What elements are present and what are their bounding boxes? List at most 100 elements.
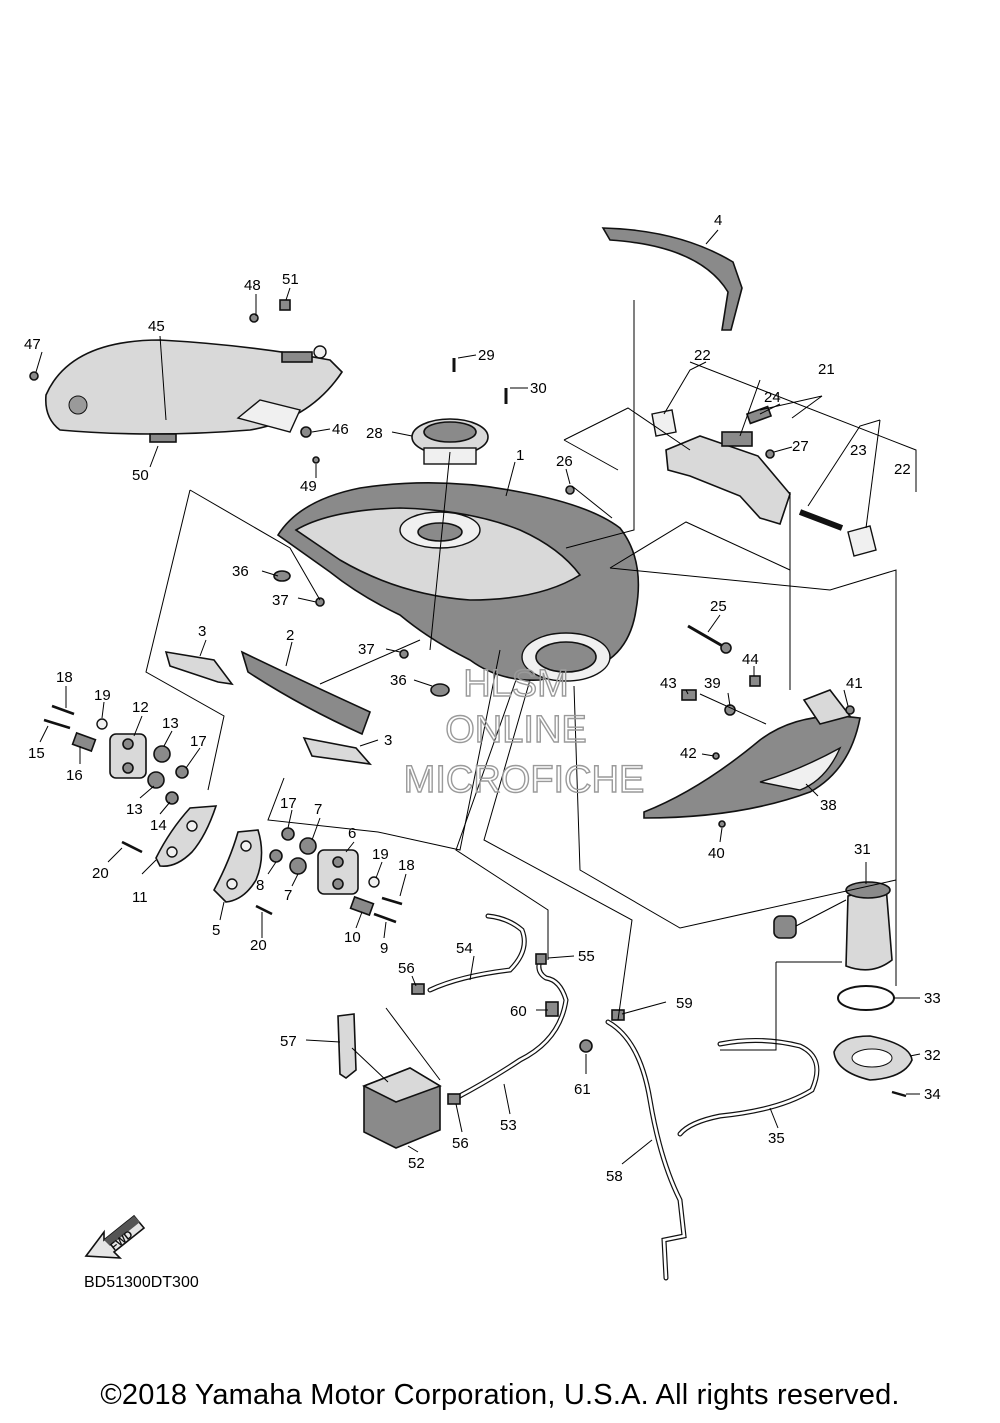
callout-7b: 7	[284, 887, 292, 904]
part-16-collar	[71, 731, 97, 753]
callout-51: 51	[282, 271, 299, 288]
callout-56b: 56	[452, 1135, 469, 1152]
part-48-screw	[249, 313, 259, 323]
callout-11: 11	[132, 889, 148, 906]
part-53-hose	[453, 957, 569, 1101]
part-37-screw-b	[399, 649, 409, 659]
callout-26: 26	[556, 453, 573, 470]
callout-20: 20	[92, 865, 109, 882]
callout-53: 53	[500, 1117, 517, 1134]
part-56-clamp-b	[447, 1093, 461, 1105]
copyright-notice: ©2018 Yamaha Motor Corporation, U.S.A. A…	[100, 1379, 900, 1411]
part-31-fuel-pump	[845, 884, 893, 971]
part-11-mount-bracket	[155, 805, 218, 868]
part-12-damper	[109, 733, 147, 779]
callout-55: 55	[578, 948, 595, 965]
part-31-filter	[773, 915, 797, 939]
watermark-line-3: MICROFICHE	[404, 759, 645, 801]
part-54-hose	[427, 913, 527, 993]
part-13-collar-a	[153, 745, 171, 763]
part-36-grommet-a	[273, 570, 291, 582]
callout-39: 39	[704, 675, 721, 692]
part-50-collar	[149, 433, 177, 443]
callout-2: 2	[286, 627, 294, 644]
drawing-code: BD51300DT300	[84, 1274, 199, 1291]
callout-13: 13	[162, 715, 179, 732]
part-20b-bolt	[255, 904, 273, 916]
part-8-nut	[269, 849, 283, 863]
callout-49: 49	[300, 478, 317, 495]
callout-30: 30	[530, 380, 547, 397]
callout-numbers: 1 2 3 3 4 5 6 7 7 8 9 10 11 12 13 13 14 …	[24, 212, 941, 1185]
callout-48: 48	[244, 277, 261, 294]
part-34-screw	[891, 1090, 907, 1098]
callout-24: 24	[764, 389, 781, 406]
callout-58: 58	[606, 1168, 623, 1185]
part-7-collar-a	[299, 837, 317, 855]
part-19b-washer	[368, 876, 380, 888]
callout-29: 29	[478, 347, 495, 364]
watermark: HLSM ONLINE MICROFICHE	[403, 662, 645, 801]
callout-36: 36	[232, 563, 249, 580]
part-15-bolt	[43, 718, 71, 730]
callout-56: 56	[398, 960, 415, 977]
part-9-bolt	[373, 912, 397, 924]
callout-3b: 3	[384, 732, 392, 749]
part-3-pad-lower	[302, 736, 373, 766]
callout-41: 41	[846, 675, 863, 692]
callout-18: 18	[56, 669, 73, 686]
part-13-collar-b	[147, 771, 165, 789]
callout-43: 43	[660, 675, 677, 692]
part-25-bolt	[687, 624, 727, 650]
part-56-clamp-a	[411, 983, 425, 995]
callout-47: 47	[24, 336, 41, 353]
part-61-clip	[579, 1039, 593, 1053]
part-45-hole	[68, 395, 88, 415]
callout-57: 57	[280, 1033, 297, 1050]
callout-12: 12	[132, 699, 149, 716]
callout-20b: 20	[250, 937, 267, 954]
part-60-clamp	[545, 1001, 559, 1017]
part-22-bushing-b	[847, 525, 877, 557]
callout-38: 38	[820, 797, 837, 814]
part-57-bracket	[337, 1013, 357, 1079]
callout-19: 19	[94, 687, 111, 704]
callout-37: 37	[272, 592, 289, 609]
part-49-screw	[312, 456, 320, 464]
part-24-clip	[745, 405, 773, 425]
part-14-nut	[165, 791, 179, 805]
part-33-gasket	[837, 985, 895, 1011]
part-19-washer	[96, 718, 108, 730]
part-47-screw	[29, 371, 39, 381]
watermark-line-2: ONLINE	[445, 709, 586, 751]
callout-8: 8	[256, 877, 264, 894]
callout-14: 14	[150, 817, 167, 834]
part-51-clip	[279, 299, 291, 311]
part-7-collar-b	[289, 857, 307, 875]
callout-50: 50	[132, 467, 149, 484]
fwd-arrow-icon: FWD	[84, 1214, 146, 1259]
callout-18b: 18	[398, 857, 415, 874]
callout-61: 61	[574, 1081, 591, 1098]
callout-10: 10	[344, 929, 361, 946]
callout-52: 52	[408, 1155, 425, 1172]
callout-59: 59	[676, 995, 693, 1012]
callout-31: 31	[854, 841, 871, 858]
part-10-collar	[349, 895, 375, 917]
callout-45: 45	[148, 318, 165, 335]
callout-16: 16	[66, 767, 83, 784]
callout-5: 5	[212, 922, 220, 939]
part-4-strip	[601, 227, 743, 331]
callout-28: 28	[366, 425, 383, 442]
part-20-bolt	[121, 840, 143, 854]
callout-1: 1	[516, 447, 524, 464]
callout-46: 46	[332, 421, 349, 438]
part-41-screw	[845, 705, 855, 715]
part-2-pad	[240, 650, 372, 736]
callout-6: 6	[348, 825, 356, 842]
callout-32: 32	[924, 1047, 941, 1064]
part-3-pad-upper	[164, 651, 234, 686]
part-38-side-cover	[643, 715, 861, 819]
callout-27: 27	[792, 438, 809, 455]
